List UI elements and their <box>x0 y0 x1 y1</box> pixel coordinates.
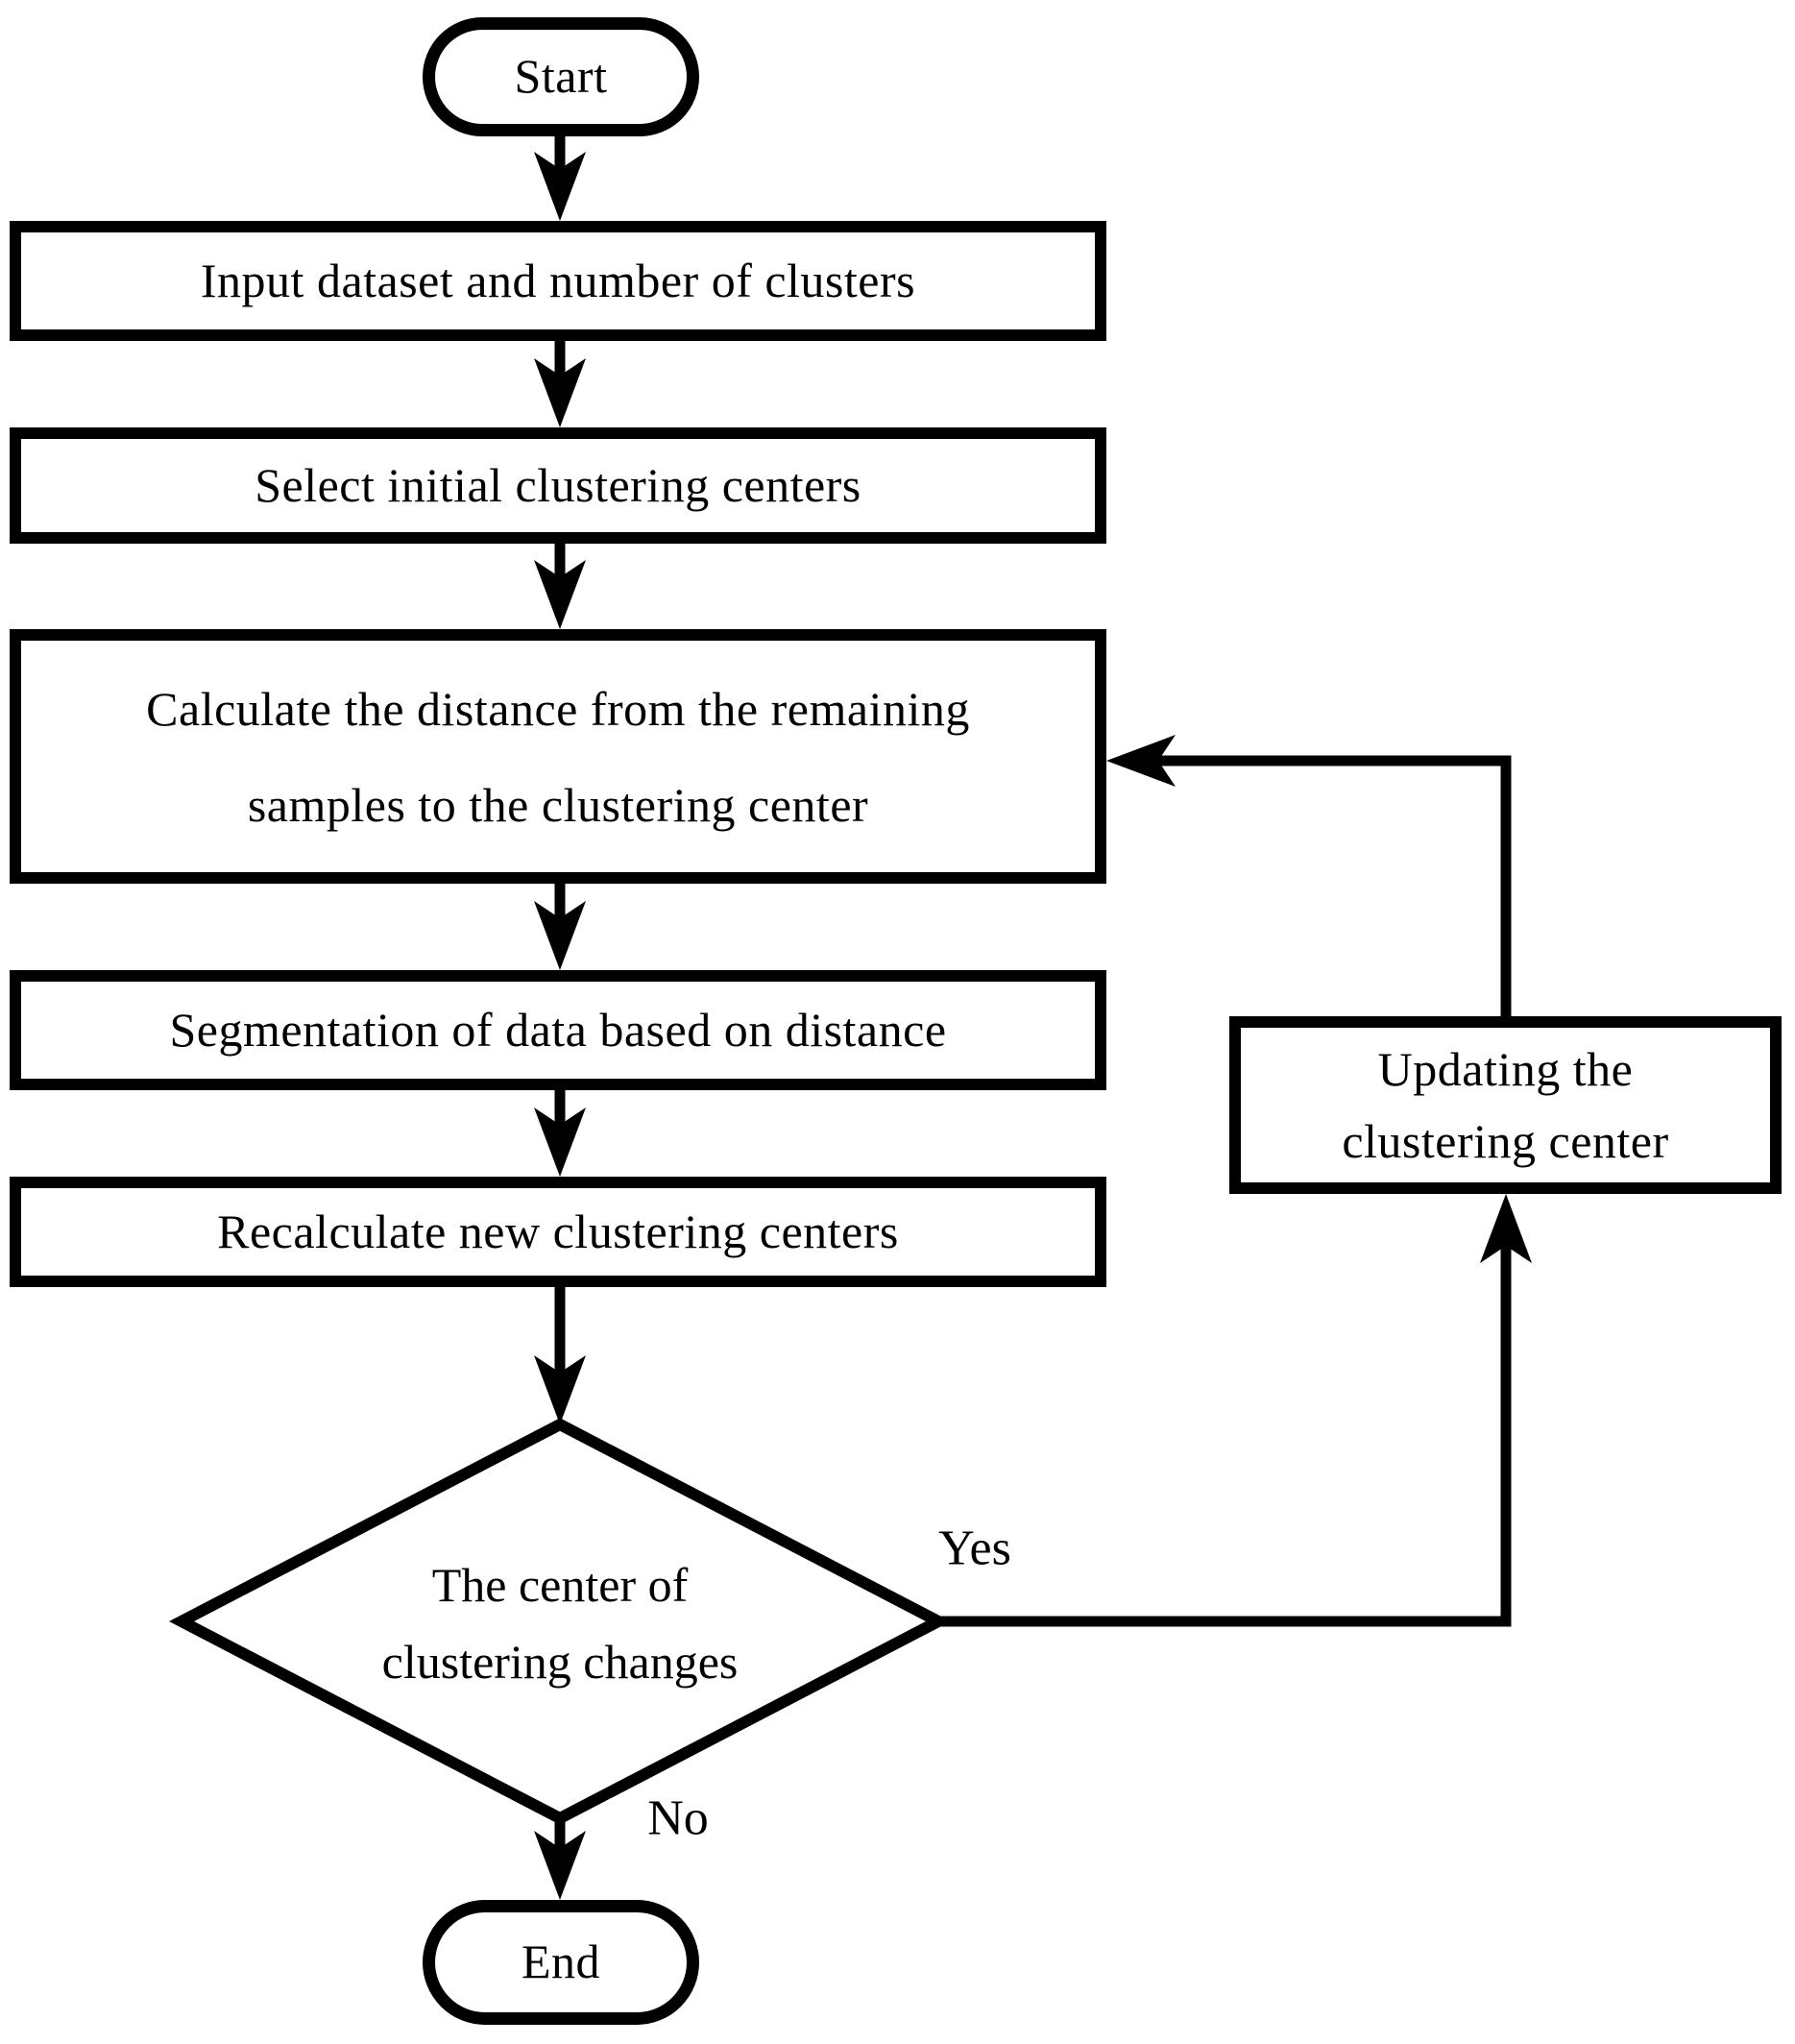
arrowhead-segmentation-recalculate <box>534 1107 586 1177</box>
node-decision-label: The center of clustering changes <box>381 1558 739 1689</box>
node-updating-center: Updating the clustering center <box>1229 1016 1782 1194</box>
node-recalculate-centers-label: Recalculate new clustering centers <box>217 1204 899 1258</box>
node-recalculate-centers: Recalculate new clustering centers <box>10 1177 1106 1287</box>
node-calculate-distance: Calculate the distance from the remainin… <box>10 629 1106 884</box>
arrowhead-decision-end <box>534 1831 586 1900</box>
node-decision: The center of clustering changes <box>291 1479 829 1767</box>
arrowhead-updating-calculate <box>1106 735 1176 787</box>
node-segmentation-label: Segmentation of data based on distance <box>169 1002 947 1057</box>
arrowhead-calculate-segmentation <box>534 901 586 970</box>
node-updating-center-label: Updating the clustering center <box>1342 1041 1669 1168</box>
arrowhead-decision-updating <box>1480 1194 1532 1263</box>
arrowhead-input-select <box>534 358 586 427</box>
arrowhead-start-input <box>534 152 586 221</box>
node-end: End <box>423 1900 699 2025</box>
node-start-label: Start <box>514 49 608 104</box>
edge-label-no: No <box>647 1790 709 1846</box>
edge-label-yes: Yes <box>938 1521 1011 1576</box>
edge-updating-calculate <box>1124 755 1512 1016</box>
node-select-centers-label: Select initial clustering centers <box>255 457 861 512</box>
node-end-label: End <box>521 1934 601 1989</box>
node-select-centers: Select initial clustering centers <box>10 427 1106 544</box>
arrowhead-select-calculate <box>534 560 586 629</box>
node-calculate-distance-label: Calculate the distance from the remainin… <box>146 681 970 832</box>
node-segmentation: Segmentation of data based on distance <box>10 970 1106 1090</box>
edge-decision-updating <box>938 1210 1512 1627</box>
node-start: Start <box>423 17 699 136</box>
arrowhead-recalculate-decision <box>534 1355 586 1424</box>
node-input-dataset: Input dataset and number of clusters <box>10 221 1106 341</box>
node-input-dataset-label: Input dataset and number of clusters <box>200 253 916 307</box>
